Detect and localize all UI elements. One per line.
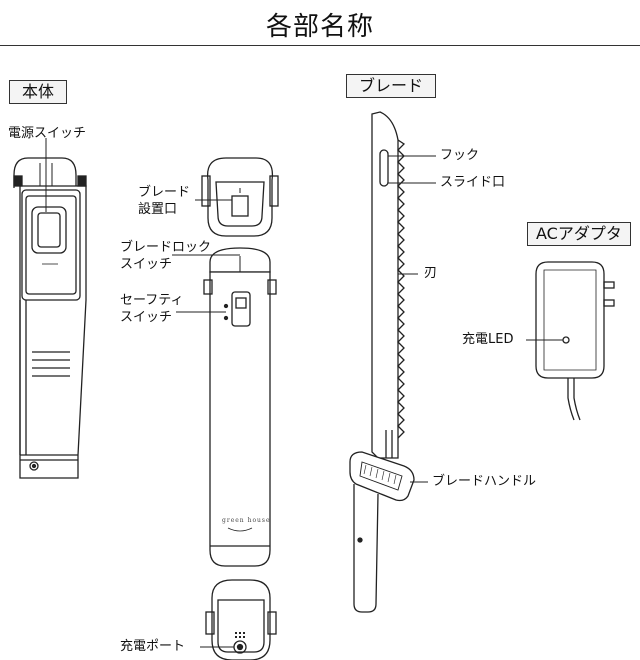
callout-charging-port: 充電ポート: [120, 639, 186, 654]
charging-port-bottom-view: [200, 579, 277, 660]
callout-blade-handle: ブレードハンドル: [432, 474, 537, 489]
callout-blade-lock-line1: ブレードロック: [120, 240, 212, 255]
callout-hook: フック: [440, 148, 480, 163]
page-title: 各部名称: [265, 12, 374, 42]
callout-edge: 刃: [424, 266, 438, 281]
blade-drawing: [349, 111, 436, 613]
main-handle-front-view: [172, 247, 277, 567]
callout-charging-led: 充電LED: [462, 332, 514, 347]
callout-power-switch: 電源スイッチ: [8, 126, 87, 141]
brand-mark: green house: [222, 517, 271, 524]
callout-blade-lock-line2: スイッチ: [120, 257, 173, 272]
callout-slide-port: スライド口: [440, 175, 506, 190]
section-label-adapter: ACアダプタ: [527, 222, 631, 246]
callout-safety-line1: セーフティ: [120, 293, 184, 308]
ac-adapter-drawing: [526, 261, 615, 421]
callout-blade-mount-line1: ブレード: [138, 185, 191, 200]
callout-blade-mount-line2: 設置口: [138, 202, 178, 217]
callout-safety-line2: スイッチ: [120, 310, 173, 325]
blade-mount-top-view: [195, 157, 279, 237]
body-side-view: [13, 157, 87, 479]
section-label-body: 本体: [9, 80, 68, 104]
section-label-blade: ブレード: [346, 74, 437, 98]
title-bar: 各部名称: [0, 0, 640, 46]
